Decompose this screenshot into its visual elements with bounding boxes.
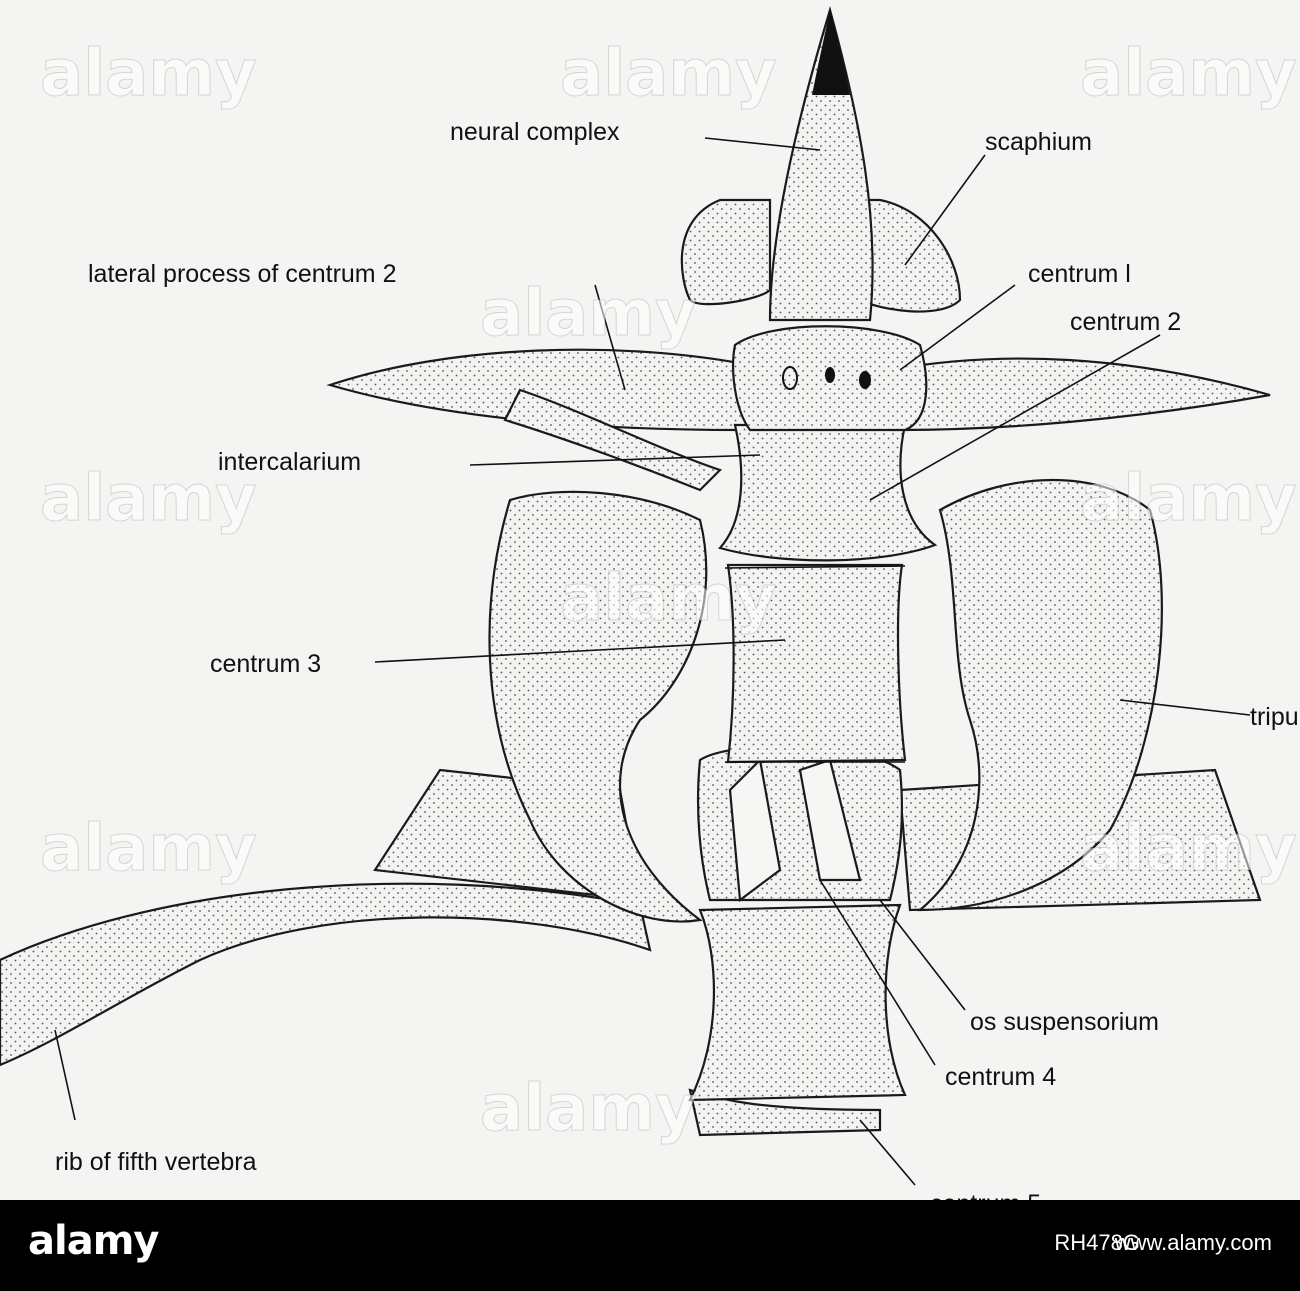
watermark-4: alamy — [40, 462, 257, 536]
label-centrum-1: centrum l — [1028, 260, 1131, 288]
watermark-7: alamy — [560, 562, 777, 636]
watermark-5: alamy — [480, 277, 697, 351]
centrum-5-body — [690, 905, 905, 1100]
watermark-6: alamy — [1080, 462, 1297, 536]
watermark-2: alamy — [560, 37, 777, 111]
label-tripus: tripu — [1250, 703, 1299, 731]
alamy-logo[interactable]: alamy — [28, 1218, 158, 1264]
diagram-canvas: neural complex scaphium lateral process … — [0, 0, 1300, 1200]
stock-photo-bar: alamy RH478G www.alamy.com — [0, 1200, 1300, 1291]
alamy-url[interactable]: www.alamy.com — [1115, 1230, 1272, 1256]
label-lateral-process: lateral process of centrum 2 — [88, 260, 396, 288]
watermark-3: alamy — [1080, 37, 1297, 111]
centrum-2-body — [720, 425, 935, 560]
watermark-10: alamy — [480, 1072, 697, 1146]
label-scaphium: scaphium — [985, 128, 1092, 156]
watermark-8: alamy — [40, 812, 257, 886]
label-rib-fifth: rib of fifth vertebra — [55, 1148, 257, 1176]
label-centrum-5: centrum 5 — [930, 1190, 1041, 1200]
watermark-1: alamy — [40, 37, 257, 111]
foramen-3 — [859, 371, 871, 389]
label-centrum-2: centrum 2 — [1070, 308, 1181, 336]
leader-os-suspensorium — [880, 900, 965, 1010]
leader-rib — [55, 1030, 75, 1120]
label-centrum-3: centrum 3 — [210, 650, 321, 678]
scaphium-right — [860, 200, 960, 312]
label-os-suspensorium: os suspensorium — [970, 1008, 1159, 1036]
rib-fifth-vertebra — [0, 884, 650, 1065]
watermark-9: alamy — [1080, 812, 1297, 886]
leader-centrum-5 — [860, 1120, 915, 1185]
foramen-2 — [825, 367, 835, 383]
label-centrum-4: centrum 4 — [945, 1063, 1056, 1091]
label-neural-complex: neural complex — [450, 118, 620, 146]
weberian-apparatus-figure: neural complex scaphium lateral process … — [0, 0, 1300, 1200]
